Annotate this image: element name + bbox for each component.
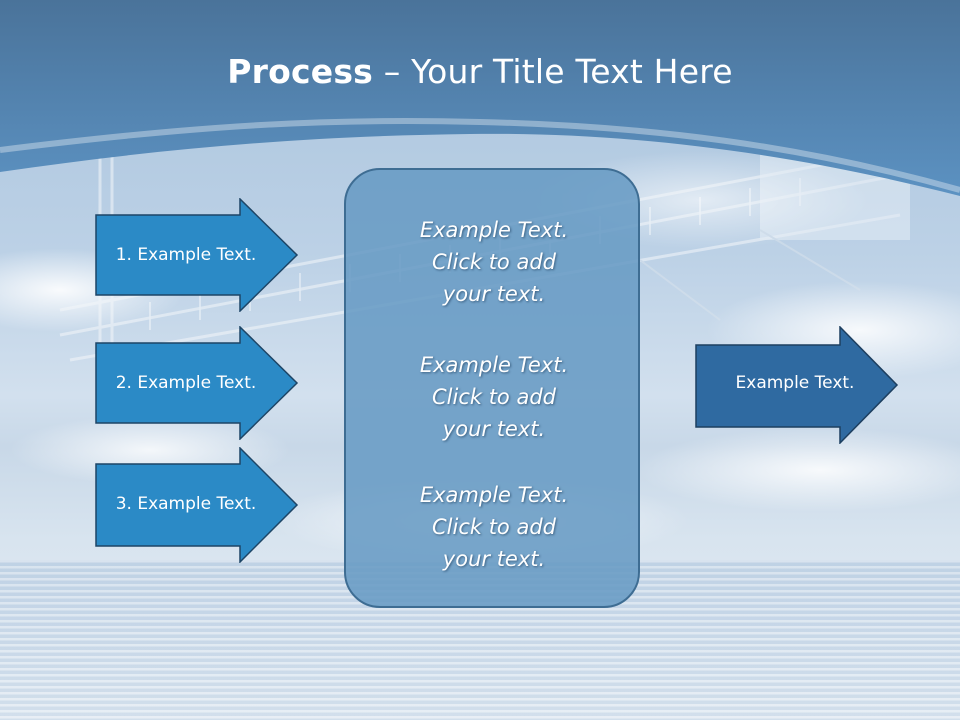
output-arrow-label: Example Text. [735, 373, 855, 393]
step-arrow-2-shape [95, 326, 299, 440]
step-arrow-1-label: 1. Example Text. [115, 245, 257, 265]
step-arrow-3[interactable]: 3. Example Text. [95, 447, 299, 563]
step-arrow-1-shape [95, 198, 299, 312]
step-arrow-2[interactable]: 2. Example Text. [95, 326, 299, 440]
step-arrow-3-shape [95, 447, 299, 563]
title-rest: – Your Title Text Here [373, 52, 733, 91]
center-process-box[interactable]: Example Text. Click to add your text. Ex… [344, 168, 640, 608]
output-arrow-shape [695, 326, 899, 444]
output-arrow[interactable]: Example Text. [695, 326, 899, 444]
step-arrow-2-label: 2. Example Text. [115, 373, 257, 393]
title-bold: Process [227, 52, 374, 91]
center-text-2[interactable]: Example Text. Click to add your text. [419, 353, 569, 441]
center-text-3[interactable]: Example Text. Click to add your text. [419, 483, 569, 571]
title-header-band [0, 0, 960, 196]
center-text-1[interactable]: Example Text. Click to add your text. [419, 218, 569, 306]
step-arrow-1[interactable]: 1. Example Text. [95, 198, 299, 312]
step-arrow-3-label: 3. Example Text. [115, 494, 257, 514]
page-title: Process – Your Title Text Here [0, 52, 960, 91]
